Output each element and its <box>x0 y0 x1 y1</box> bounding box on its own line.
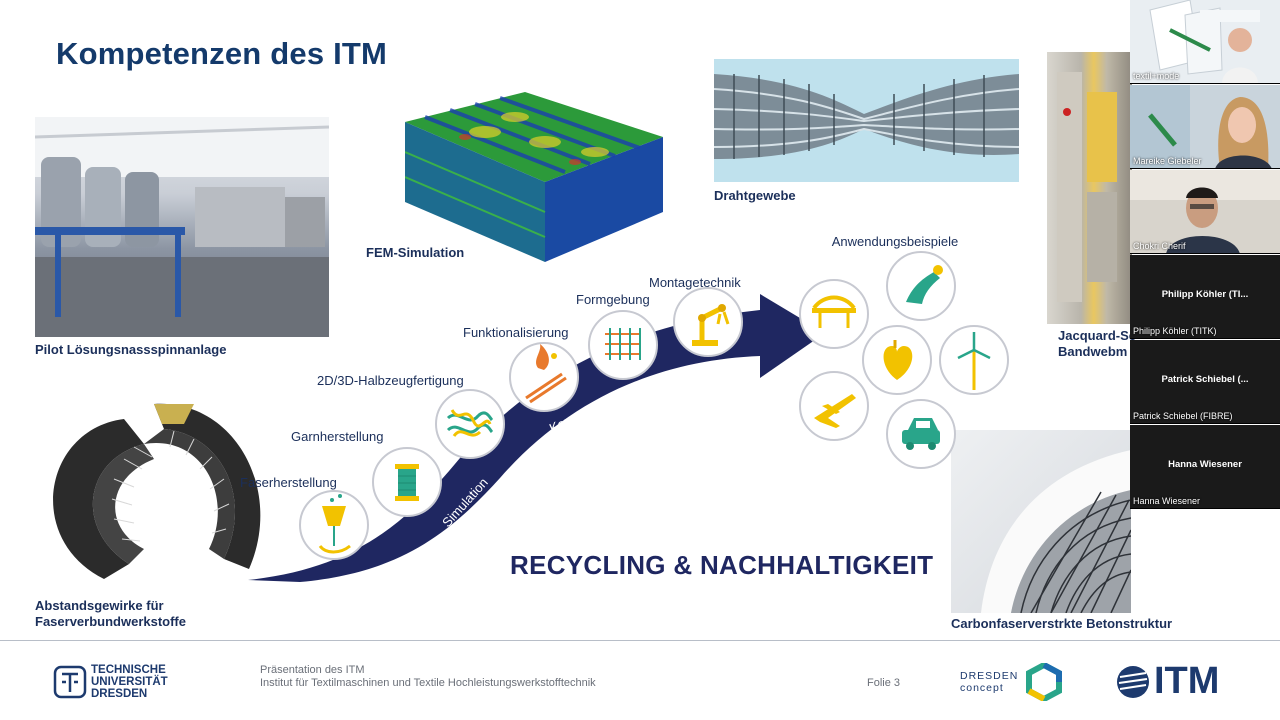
bridge-icon <box>799 279 869 349</box>
participant-name-3: Chokri Cherif <box>1133 241 1186 251</box>
yarn-spool-icon <box>372 447 442 517</box>
participant-tile-5[interactable]: Patrick Schiebel (... Patrick Schiebel (… <box>1130 340 1280 424</box>
participant-name-2: Mareike Giebeler <box>1133 156 1202 166</box>
participant-name-4: Philipp Köhler (TITK) <box>1133 326 1217 336</box>
fiber-production-icon <box>299 490 369 560</box>
pilot-caption: Pilot Lösungsnassspinnanlage <box>35 342 227 357</box>
carbon-concrete-photo <box>951 430 1131 613</box>
tu-dresden-wordmark: TECHNISCHE UNIVERSITÄT DRESDEN <box>91 664 168 700</box>
footer-presentation: Präsentation des ITM <box>260 664 365 676</box>
textile-fabric-icon <box>435 389 505 459</box>
slide-title: Kompetenzen des ITM <box>56 36 388 71</box>
step-label-fiber: Faserherstellung <box>240 475 337 490</box>
participant-center-6: Hanna Wiesener <box>1168 459 1242 470</box>
carbon-caption: Carbonfaserverstrkte Betonstruktur <box>951 616 1173 631</box>
step-label-semifinished: 2D/3D-Halbzeugfertigung <box>317 373 464 388</box>
footer-institute: Institut für Textilmaschinen und Textile… <box>260 677 596 689</box>
prosthesis-icon <box>886 251 956 321</box>
participant-tile-1[interactable]: textil+mode <box>1130 0 1280 84</box>
tu-line-2: UNIVERSITÄT <box>91 676 168 688</box>
participant-center-4: Philipp Köhler (TI... <box>1161 289 1249 300</box>
functionalization-icon <box>509 342 579 412</box>
tu-line-3: DRESDEN <box>91 688 148 700</box>
participant-tile-4[interactable]: Philipp Köhler (TI... Philipp Köhler (TI… <box>1130 255 1280 339</box>
fem-simulation-image <box>405 92 663 262</box>
recycling-banner: RECYCLING & NACHHALTIGKEIT <box>510 550 934 580</box>
process-arrow <box>248 294 825 582</box>
jacquard-caption: Jacquard-Se <box>1058 328 1137 343</box>
spacer-caption-line1: Abstandsgewirke für <box>35 598 164 613</box>
itm-logo-text: ITM <box>1154 660 1220 702</box>
concept-line-2: concept <box>960 682 1004 694</box>
wind-turbine-icon <box>939 325 1009 395</box>
fem-caption: FEM-Simulation <box>366 245 465 260</box>
dresden-concept-wordmark: DRESDEN concept <box>960 670 1018 694</box>
slide-number: Folie 3 <box>867 677 901 689</box>
participant-tile-3[interactable]: Chokri Cherif <box>1130 170 1280 254</box>
participant-name-1: textil+mode <box>1133 71 1180 81</box>
footer-divider <box>0 640 1280 641</box>
airplane-icon <box>799 371 869 441</box>
spacer-caption-line2: Faserverbundwerkstoffe <box>35 614 186 629</box>
car-icon <box>886 399 956 469</box>
jacquard-caption-2: Bandwebm <box>1058 344 1128 359</box>
participant-tile-2[interactable]: Mareike Giebeler <box>1130 85 1280 169</box>
wire-caption: Drahtgewebe <box>714 188 796 203</box>
process-diagram: Anwendungsbeispiele Simulation Konstrukt… <box>240 234 1009 582</box>
robot-arm-icon <box>673 287 743 357</box>
participant-name-6: Hanna Wiesener <box>1133 496 1201 506</box>
participant-center-5: Patrick Schiebel (... <box>1161 374 1249 385</box>
step-label-yarn: Garnherstellung <box>291 429 384 444</box>
tu-dresden-logo-icon <box>52 664 88 700</box>
step-label-assembly: Montagetechnik <box>649 275 741 290</box>
wire-mesh-photo <box>714 59 1019 182</box>
heart-icon <box>862 325 932 395</box>
step-label-shaping: Formgebung <box>576 292 650 307</box>
jacquard-machine-photo <box>1047 52 1132 324</box>
participant-tile-6[interactable]: Hanna Wiesener Hanna Wiesener <box>1130 425 1280 509</box>
pilot-plant-photo <box>35 117 329 337</box>
shaping-grid-icon <box>588 310 658 380</box>
arrow-label-pruefung: Prüfung <box>681 365 728 388</box>
tu-line-1: TECHNISCHE <box>91 664 166 676</box>
participant-name-5: Patrick Schiebel (FIBRE) <box>1133 411 1233 421</box>
step-label-functionalization: Funktionalisierung <box>463 325 569 340</box>
concept-line-1: DRESDEN <box>960 670 1019 682</box>
applications-label: Anwendungsbeispiele <box>832 234 958 249</box>
spacer-fabric-image <box>34 399 270 595</box>
itm-globe-icon <box>1116 665 1150 699</box>
dresden-concept-logo-icon <box>1025 661 1063 703</box>
